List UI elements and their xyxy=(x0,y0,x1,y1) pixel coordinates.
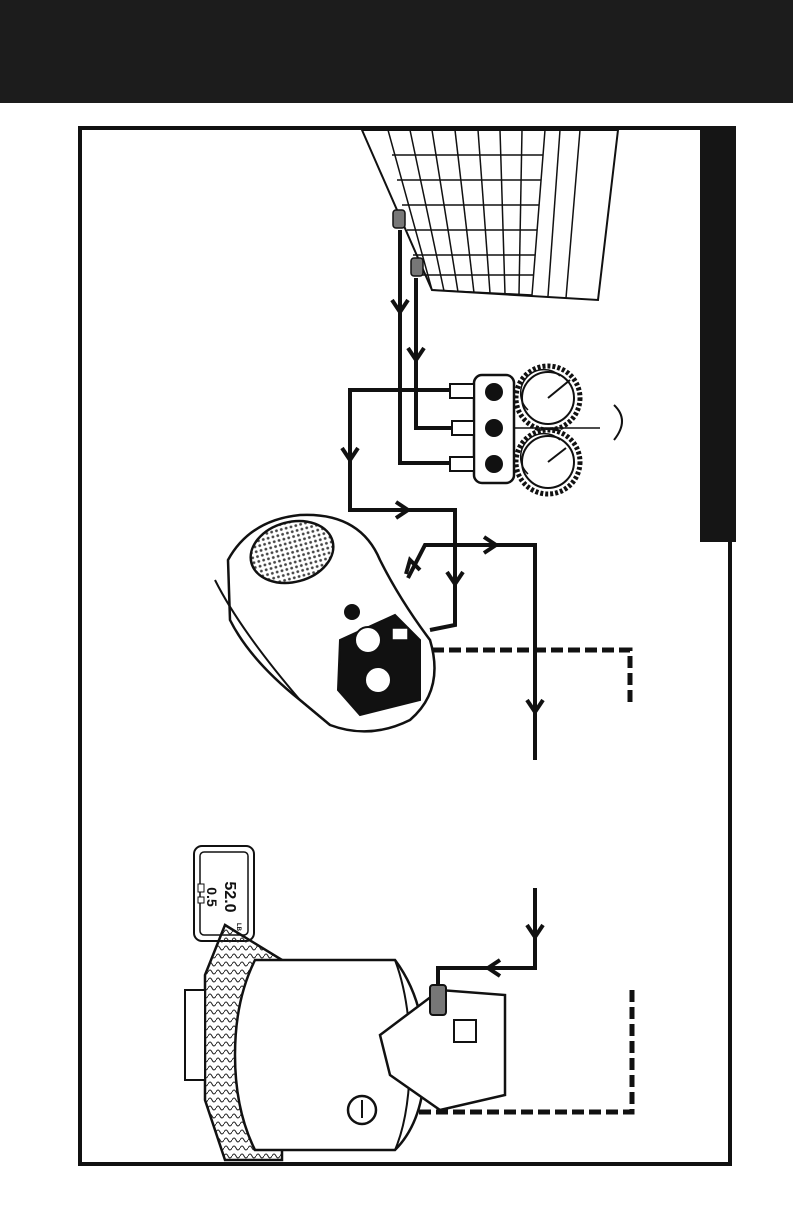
power-switch-icon xyxy=(344,604,360,620)
cylinder-valve-icon xyxy=(430,985,446,1015)
service-port-icon xyxy=(393,210,405,228)
control-knob-icon xyxy=(355,627,381,653)
recovery-machine xyxy=(215,512,435,731)
scale-reading-primary: 52.0 xyxy=(221,881,238,912)
control-knob-icon xyxy=(365,667,391,693)
service-port-icon xyxy=(411,258,423,276)
pressure-gauge-icon xyxy=(516,366,580,430)
manifold-gauge-set xyxy=(450,366,622,494)
hook-icon xyxy=(614,405,622,440)
pressure-gauge-icon xyxy=(516,430,580,494)
refrigerant-cylinder xyxy=(235,960,505,1150)
scale-reading-secondary: 0.5 xyxy=(204,887,220,907)
